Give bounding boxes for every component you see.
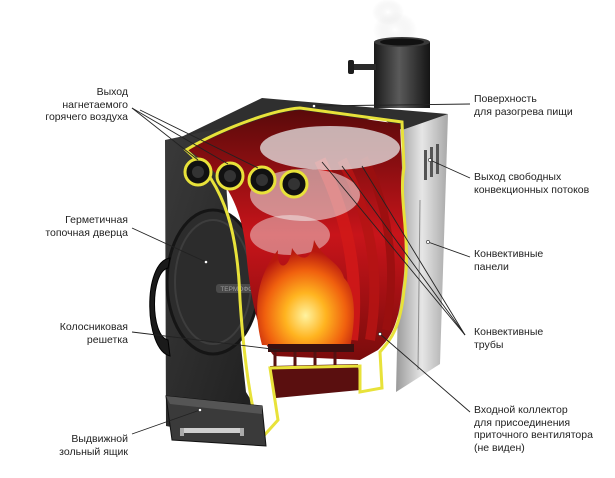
label-grate: Колосниковая решетка [59,321,128,346]
ash-drawer [165,395,267,447]
fire-flames [257,240,354,348]
chimney-pipe [348,37,430,108]
hot-air-outlets [183,157,309,199]
grate-bars [268,344,354,366]
label-convective-panels: Конвективные панели [474,248,544,273]
label-convective-tubes: Конвективные трубы [474,326,544,351]
label-convection-outlet: Выход свободных конвекционных потоков [474,171,590,196]
convective-side-panel [396,114,448,392]
door-handle [149,257,171,357]
label-inlet-collector: Входной коллектор для присоединения прит… [474,404,593,454]
label-firebox-door: Герметичная топочная дверца [45,214,128,239]
leader-lines [131,103,471,435]
cutaway-outline [183,106,409,444]
label-hot-air-outlet: Выход нагнетаемого горячего воздуха [45,86,128,123]
leader-dots [198,104,432,412]
label-cooking-surface: Поверхность для разогрева пищи [474,93,573,118]
label-ash-drawer: Выдвижной зольный ящик [59,433,128,458]
